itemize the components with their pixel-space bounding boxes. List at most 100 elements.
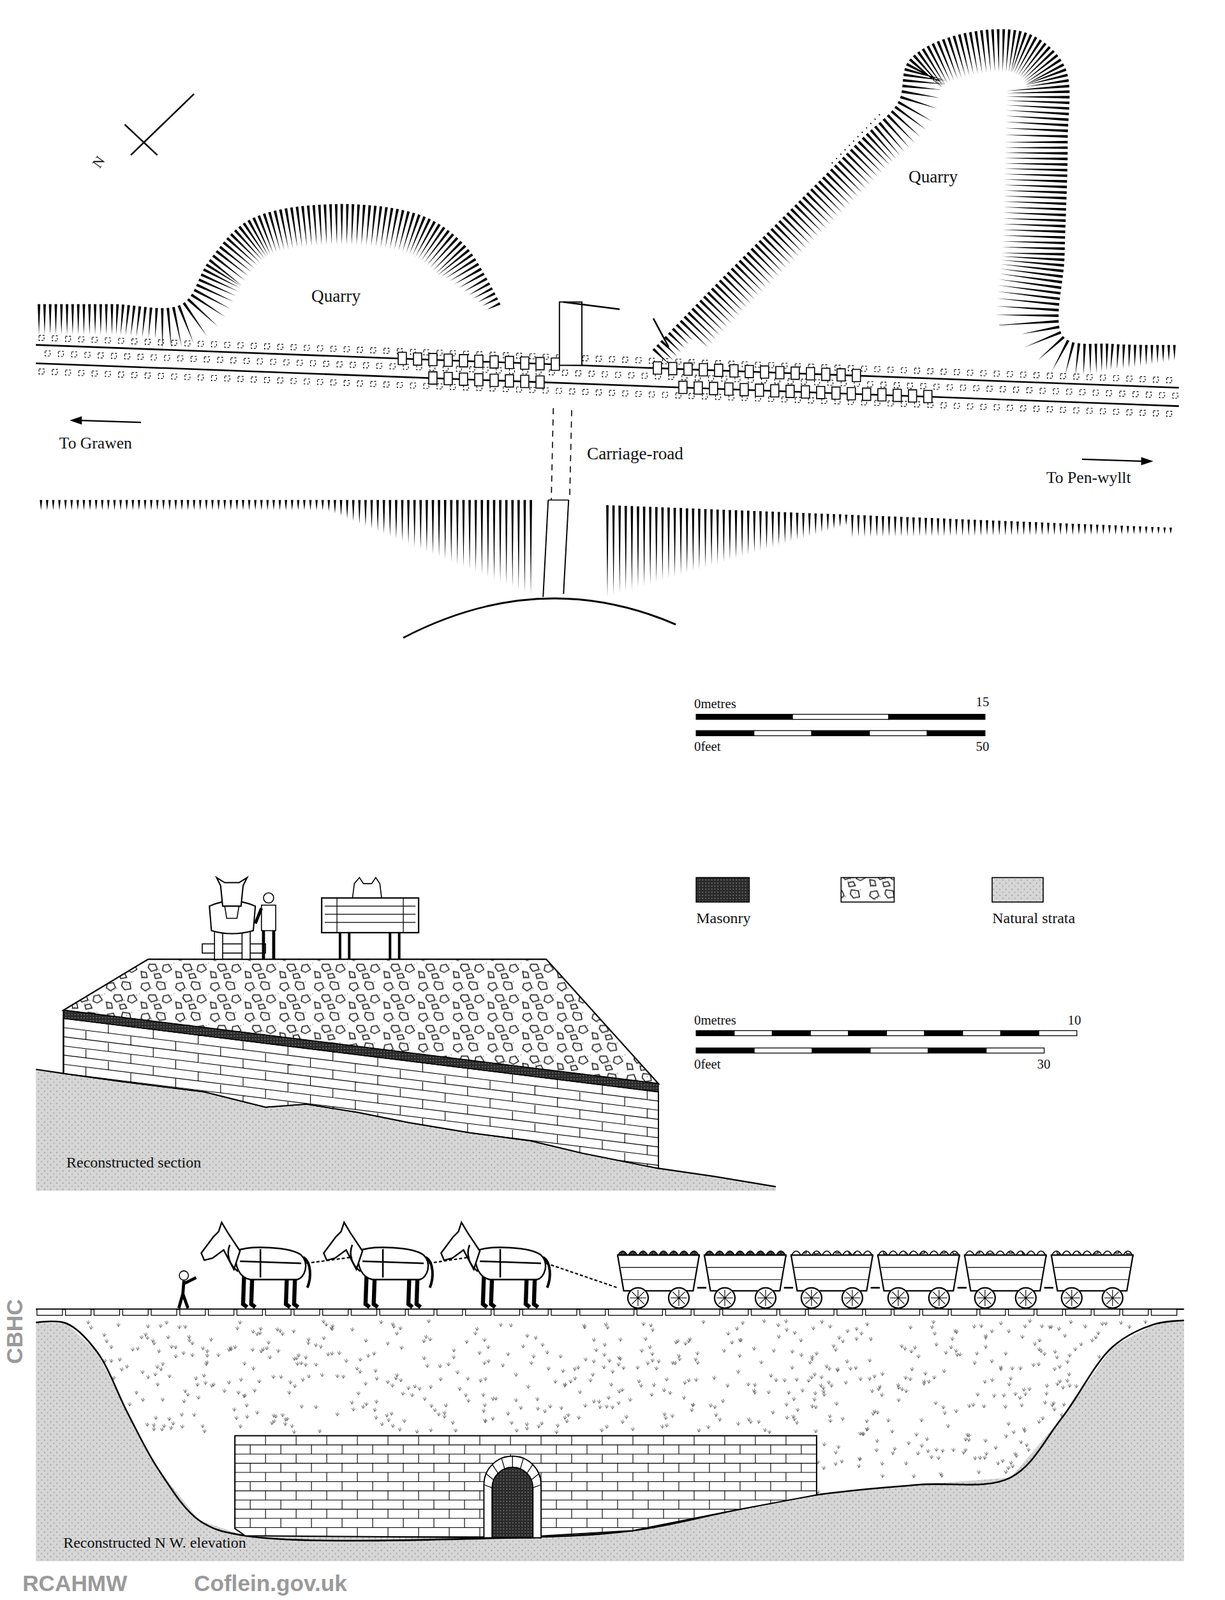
hachures <box>37 204 501 349</box>
scale-bar <box>962 1030 1002 1036</box>
horse-figure <box>440 1222 480 1270</box>
rail-line <box>35 345 1179 388</box>
stone-block <box>1151 1309 1178 1316</box>
scale-bar <box>696 1030 735 1036</box>
scale-bar <box>986 1048 1045 1054</box>
scale-bar <box>1000 1030 1039 1036</box>
hachures <box>39 500 1172 598</box>
wagon-train <box>617 1251 1134 1309</box>
ground-line <box>35 1320 1184 1541</box>
carriage-road <box>563 500 569 594</box>
watermark: RCAHMW <box>22 1572 127 1595</box>
stone-block <box>1008 1309 1035 1316</box>
man-figure <box>178 1277 196 1309</box>
stone-block <box>208 1309 235 1316</box>
wagon-wheel <box>1102 1288 1123 1309</box>
wall-courses <box>234 1435 817 1546</box>
stone-block <box>493 1309 520 1316</box>
scale-bar <box>754 730 813 736</box>
embankment-hachures <box>39 500 1172 598</box>
scale-bar <box>928 1048 987 1054</box>
stone-block <box>408 1309 434 1316</box>
scale-bar <box>848 1030 887 1036</box>
wagon-wheel <box>1015 1288 1037 1309</box>
scale-bar <box>734 1030 773 1036</box>
scale-bar <box>696 730 755 736</box>
stone-block <box>465 1309 492 1316</box>
coupling <box>957 1286 967 1289</box>
scale-bar <box>696 730 986 736</box>
quarry-hachures <box>652 29 1176 376</box>
stone-block <box>38 335 1178 417</box>
scale-bar <box>810 1030 849 1036</box>
man-figure <box>255 908 274 960</box>
horse-figure <box>243 1275 247 1308</box>
horse-team <box>200 1222 618 1308</box>
scale-bar <box>696 1030 1077 1036</box>
horse-figure <box>468 1244 542 1278</box>
stone-block <box>522 1309 549 1316</box>
stone-block <box>980 1309 1006 1316</box>
horse-figure <box>200 1222 311 1308</box>
rail-line <box>35 363 1179 406</box>
wagon-body <box>877 1254 960 1291</box>
legend-text: Masonry <box>696 910 751 926</box>
legend-text: Natural strata <box>992 910 1076 926</box>
scale-bar <box>812 1048 871 1054</box>
quarry-hachures <box>37 204 501 349</box>
arrow-head <box>69 416 82 425</box>
stone-block <box>93 1309 120 1316</box>
area-label: Quarry <box>908 168 958 186</box>
wagon-figure <box>352 877 382 901</box>
stone-block <box>922 1309 949 1316</box>
wagon-wheel <box>627 1288 649 1309</box>
hachures <box>652 29 1176 376</box>
structure <box>559 301 582 365</box>
structure <box>559 301 669 365</box>
north-arrow <box>130 93 194 156</box>
wagon-figure <box>340 932 400 960</box>
wagon-figure <box>324 898 416 933</box>
scale-label: 15 <box>976 695 990 709</box>
scale-bar <box>754 1048 813 1054</box>
wagon-wheel <box>668 1288 690 1309</box>
wagon-wheel <box>757 1290 774 1307</box>
stone-block <box>837 1309 863 1316</box>
strata-swatch <box>992 877 1044 903</box>
reconstructed-section <box>35 877 776 1272</box>
wagon-figure <box>321 877 419 960</box>
stone-block <box>322 1309 349 1316</box>
wagon-figure <box>321 898 419 933</box>
stone-block <box>1122 1309 1149 1316</box>
watermark: CBHC <box>3 1299 26 1365</box>
coupling <box>870 1286 880 1289</box>
stone-block <box>579 1309 606 1316</box>
scale-bar <box>886 1030 925 1036</box>
wagon-wheel <box>714 1288 735 1309</box>
horse-figure <box>200 1222 240 1270</box>
wagon-wheel <box>1063 1290 1081 1307</box>
wagon-wheel <box>755 1288 776 1309</box>
wagon-wheel <box>974 1288 996 1309</box>
direction-arrow <box>77 420 142 423</box>
stone-block <box>808 1309 834 1316</box>
figure-caption: Reconstructed N W. elevation <box>63 1535 247 1551</box>
direction-arrow <box>1082 459 1144 462</box>
wagon-wheel <box>629 1290 647 1307</box>
coupling <box>784 1286 794 1289</box>
man-figure <box>179 1270 189 1280</box>
wagon-wheel <box>890 1290 907 1307</box>
masonry-swatch <box>696 877 750 903</box>
scale-bar <box>696 714 793 720</box>
scale-bar <box>888 714 986 720</box>
carriage-road <box>542 500 549 598</box>
stone-block <box>722 1309 749 1316</box>
culvert-opening <box>491 1467 533 1538</box>
wagon-wheel <box>1061 1288 1083 1309</box>
scale-bar <box>696 1048 1044 1054</box>
embankment-toe <box>403 598 676 639</box>
horse-figure <box>228 1244 302 1278</box>
coupling <box>697 1286 707 1289</box>
horse-figure <box>323 1222 363 1270</box>
scale-bar <box>924 1030 963 1036</box>
